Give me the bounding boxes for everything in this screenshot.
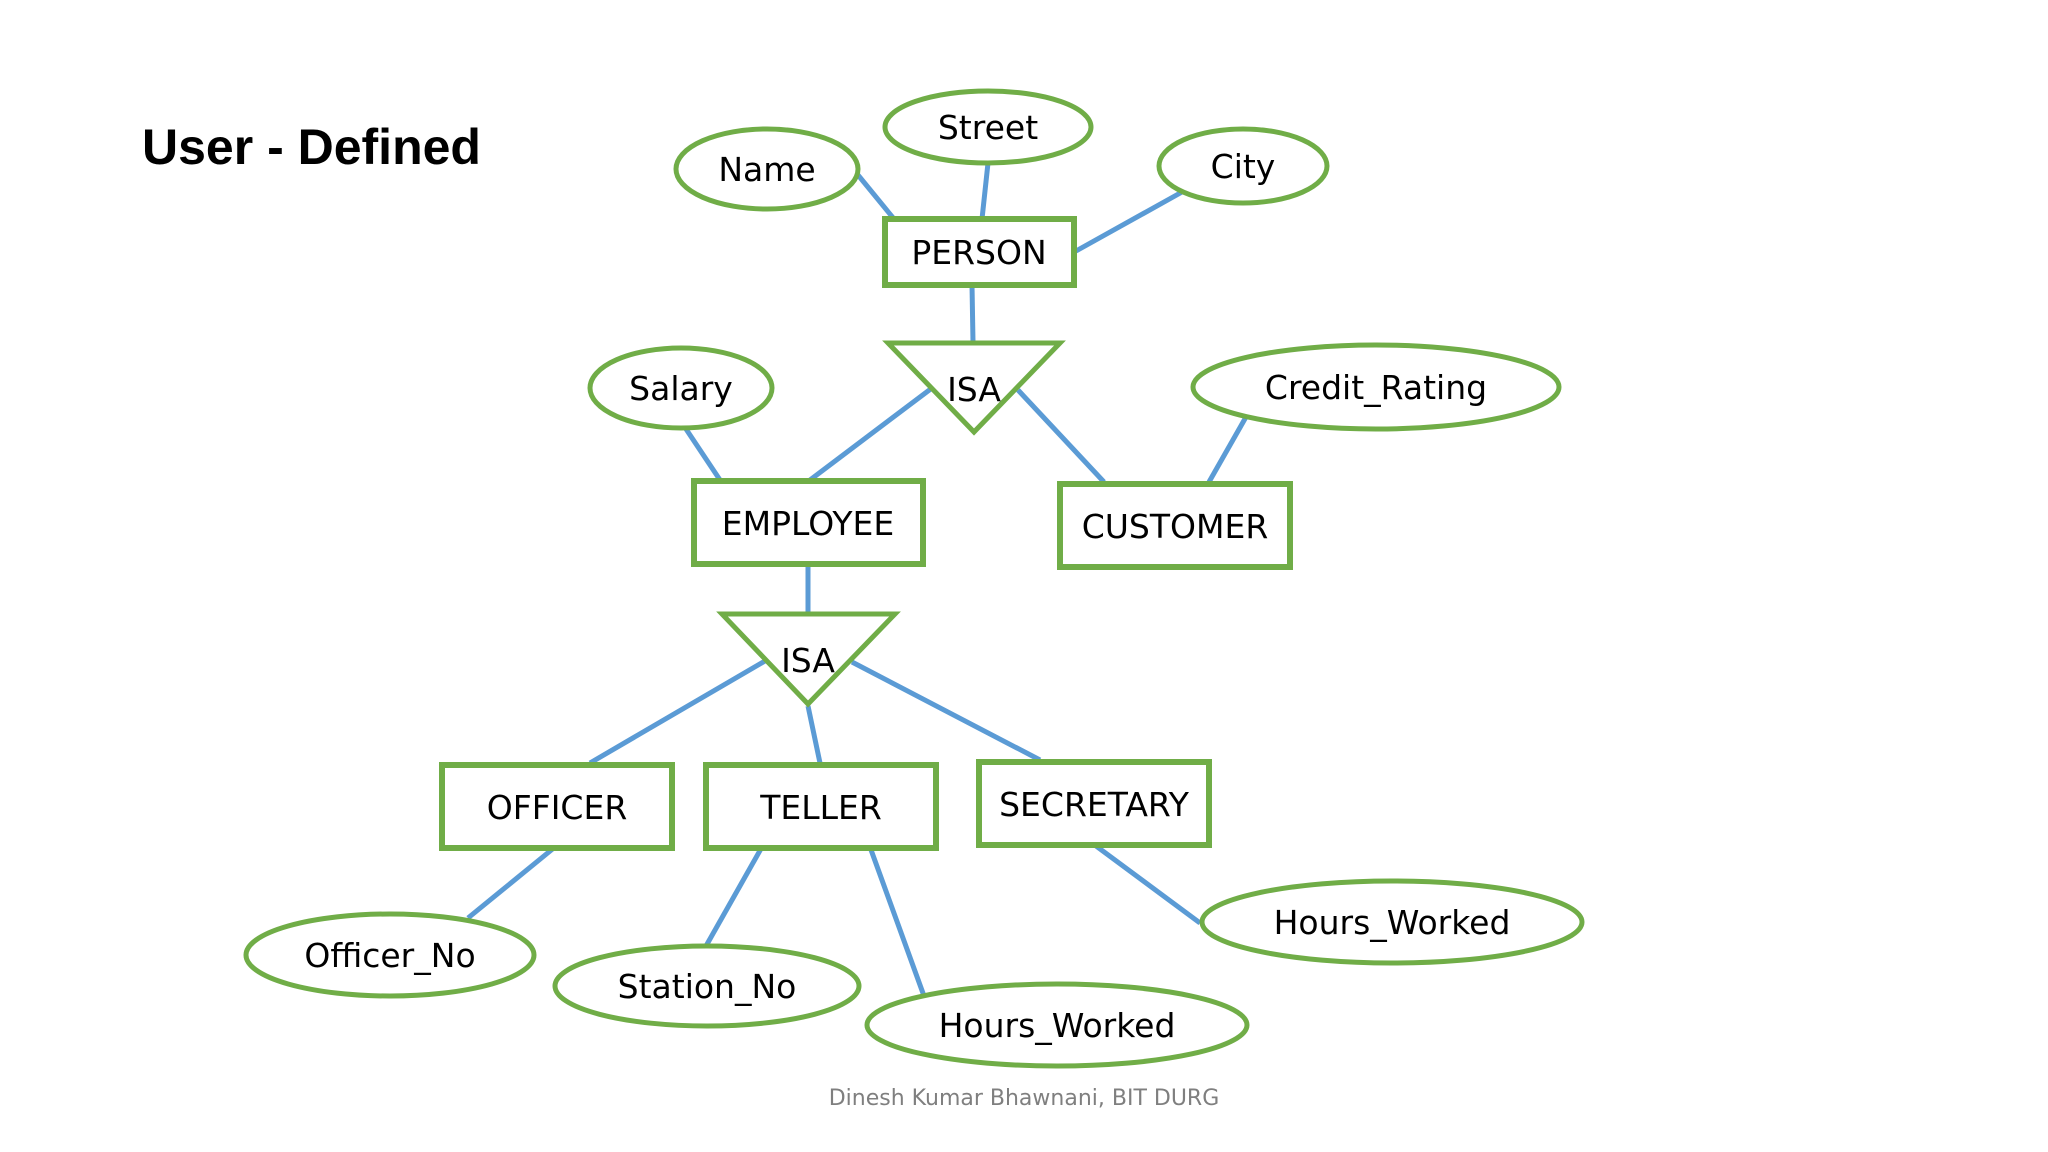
attribute-city: City [1156,126,1330,206]
connector-person-isa [969,284,976,343]
entity-person-label: PERSON [911,233,1046,272]
attribute-secretary-hours-worked: Hours_Worked [1199,878,1585,966]
entity-officer-label: OFFICER [487,788,628,827]
attribute-street-label: Street [938,108,1038,147]
entity-officer: OFFICER [439,762,675,851]
entity-person: PERSON [882,216,1077,288]
isa-employee-label: ISA [781,641,835,680]
entity-employee: EMPLOYEE [691,478,926,567]
connector-salary-employee [683,427,723,482]
entity-customer: CUSTOMER [1057,481,1293,570]
isa-person-label: ISA [947,370,1001,409]
isa-person: ISA [882,340,1066,436]
connector-isa-secretary [850,659,1042,763]
connector-secretary-hoursworked [1090,840,1202,926]
entity-teller-label: TELLER [759,788,882,827]
footer-credit: Dinesh Kumar Bhawnani, BIT DURG [828,1086,1220,1111]
attribute-city-label: City [1211,147,1276,186]
attribute-salary: Salary [587,345,775,431]
attribute-station-no-label: Station_No [618,967,797,1006]
isa-employee: ISA [716,611,901,708]
entity-employee-label: EMPLOYEE [722,504,894,543]
slide-title: User - Defined [142,119,481,175]
attribute-credit-rating: Credit_Rating [1190,342,1562,432]
entity-secretary-label: SECRETARY [999,785,1190,824]
connector-officer-officerno [466,845,557,920]
connector-isa-employee [808,386,934,482]
attribute-secretary-hours-worked-label: Hours_Worked [1274,903,1511,942]
connector-name-person [856,173,896,221]
connector-isa-teller [805,705,823,764]
attribute-station-no: Station_No [552,943,862,1029]
connector-street-person [979,162,991,220]
connector-teller-stationno [703,845,765,948]
connector-isa-customer [1016,388,1106,484]
entity-secretary: SECRETARY [976,759,1212,848]
attribute-street: Street [882,88,1094,166]
attribute-officer-no: Officer_No [243,911,537,999]
entity-teller: TELLER [703,762,939,851]
attribute-teller-hours-worked-label: Hours_Worked [939,1006,1176,1045]
entity-customer-label: CUSTOMER [1082,507,1269,546]
connector-credit-customer [1206,415,1249,484]
attribute-salary-label: Salary [629,369,733,408]
attribute-teller-hours-worked: Hours_Worked [864,981,1250,1069]
attribute-credit-rating-label: Credit_Rating [1265,368,1487,407]
connector-isa-officer [588,658,767,766]
connectors [466,162,1249,997]
attribute-officer-no-label: Officer_No [304,936,475,975]
connector-city-person [1074,189,1184,254]
connector-teller-hoursworked [867,846,927,997]
attribute-name: Name [673,126,861,212]
attribute-name-label: Name [718,150,815,189]
